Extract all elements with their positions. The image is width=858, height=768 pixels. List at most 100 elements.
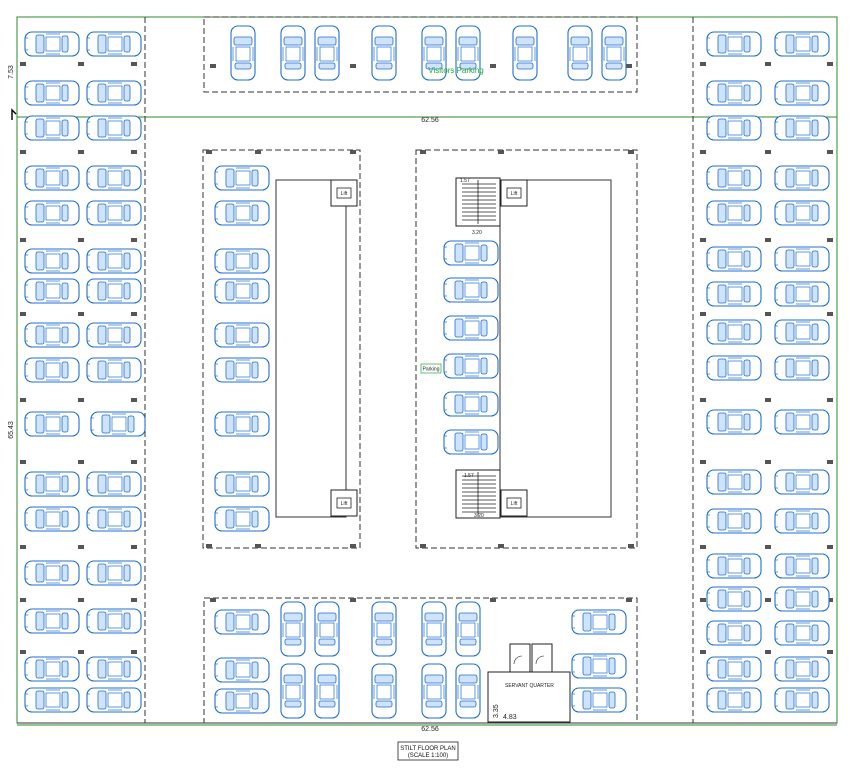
bottom-parking-zone — [203, 597, 638, 724]
car — [706, 586, 762, 612]
car — [571, 687, 627, 713]
visitors-parking-label: Visitors Parking — [428, 66, 483, 75]
car — [214, 357, 270, 383]
car — [571, 653, 627, 679]
car — [314, 663, 340, 719]
top-strip-dimension: 7.53 — [8, 65, 15, 79]
servant-width: 4.83 — [503, 714, 517, 721]
car — [90, 411, 146, 437]
left-courtyard — [275, 179, 347, 518]
car — [24, 560, 80, 586]
parking-label: Parking — [423, 367, 440, 373]
car — [214, 411, 270, 437]
car — [24, 200, 80, 226]
left-island-bays — [214, 165, 270, 532]
lift-label: Lift — [341, 191, 348, 197]
car — [86, 80, 142, 106]
parking-tag — [420, 363, 442, 374]
car — [443, 353, 499, 379]
car — [24, 278, 80, 304]
car — [86, 506, 142, 532]
car — [774, 586, 830, 612]
car — [774, 319, 830, 345]
car — [774, 115, 830, 141]
car — [214, 657, 270, 683]
car — [24, 411, 80, 437]
car — [371, 601, 397, 657]
car — [24, 322, 80, 348]
car — [214, 165, 270, 191]
car — [774, 246, 830, 272]
car — [86, 687, 142, 713]
car — [24, 115, 80, 141]
car — [214, 322, 270, 348]
overall-width-bottom-dimension: 62.56 — [421, 726, 439, 733]
car — [24, 31, 80, 57]
car — [421, 663, 447, 719]
overall-height-dimension: 65.43 — [8, 421, 15, 439]
car — [24, 656, 80, 682]
car — [86, 165, 142, 191]
lift-right-top: Lift — [500, 179, 528, 207]
car — [774, 656, 830, 682]
car — [774, 553, 830, 579]
car — [280, 25, 306, 81]
plan-title: STILT FLOOR PLAN — [400, 746, 455, 752]
car — [567, 25, 593, 81]
car — [280, 663, 306, 719]
car — [24, 471, 80, 497]
lift-left-bottom: Lift — [330, 489, 358, 517]
car — [214, 200, 270, 226]
car — [455, 601, 481, 657]
car — [214, 248, 270, 274]
car — [86, 357, 142, 383]
car — [706, 508, 762, 534]
title-block — [397, 741, 459, 761]
car — [512, 25, 538, 81]
lift-right-bottom: Lift — [500, 489, 528, 517]
car — [24, 357, 80, 383]
car — [706, 165, 762, 191]
staircase-top: 1.57 3.20 — [455, 177, 501, 236]
car — [214, 471, 270, 497]
right-island — [415, 149, 638, 549]
car — [443, 277, 499, 303]
car — [774, 31, 830, 57]
car — [214, 506, 270, 532]
lift-label: Lift — [341, 501, 348, 507]
car — [86, 248, 142, 274]
car — [774, 409, 830, 435]
car — [706, 553, 762, 579]
car — [706, 115, 762, 141]
left-island — [202, 149, 361, 549]
car — [314, 601, 340, 657]
car — [571, 609, 627, 635]
plan-scale: (SCALE 1:100) — [408, 753, 448, 759]
car — [371, 25, 397, 81]
right-parking-bays — [706, 31, 830, 713]
car — [371, 663, 397, 719]
car — [24, 687, 80, 713]
car — [86, 278, 142, 304]
car — [24, 506, 80, 532]
car — [24, 80, 80, 106]
car — [774, 200, 830, 226]
car — [774, 281, 830, 307]
servant-height: 3.35 — [493, 704, 500, 718]
car — [443, 391, 499, 417]
staircase-bottom: 1.57 3.20 — [455, 469, 501, 519]
car — [86, 608, 142, 634]
right-courtyard — [499, 179, 612, 518]
top-parking-zone — [203, 16, 638, 93]
car — [455, 663, 481, 719]
car — [706, 620, 762, 646]
car — [24, 248, 80, 274]
car — [86, 656, 142, 682]
car — [443, 429, 499, 455]
car — [774, 165, 830, 191]
car — [86, 200, 142, 226]
car — [214, 688, 270, 714]
lift-left-top: Lift — [330, 179, 358, 207]
stair-width-top: 3.20 — [472, 230, 482, 236]
